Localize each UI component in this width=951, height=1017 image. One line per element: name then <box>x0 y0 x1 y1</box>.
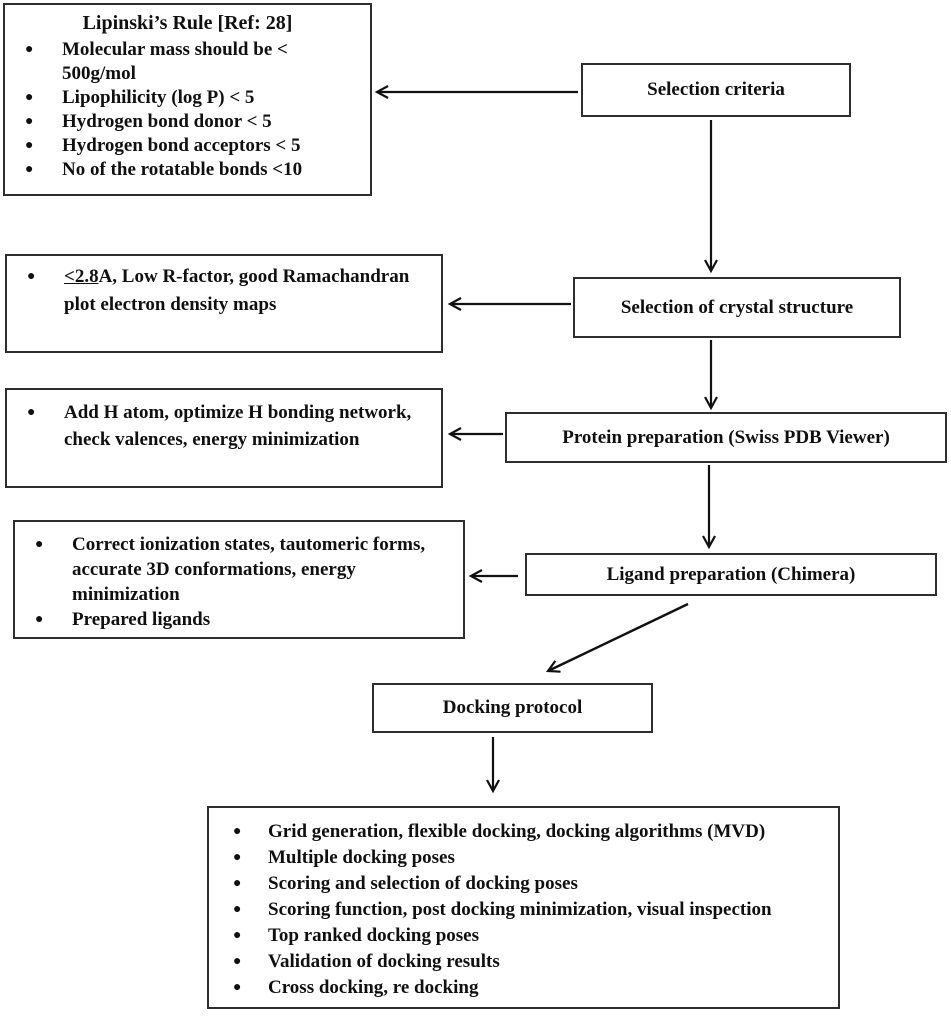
crystal-criteria-list: <2.8A, Low R-factor, good Ramachandran p… <box>7 256 441 319</box>
crystal-structure-criteria-box: <2.8A, Low R-factor, good Ramachandran p… <box>5 254 443 353</box>
protein-preparation-box: Protein preparation (Swiss PDB Viewer) <box>505 412 947 463</box>
list-item: <2.8A, Low R-factor, good Ramachandran p… <box>7 263 441 319</box>
lipinski-rule-title: Lipinski’s Rule [Ref: 28] <box>82 12 293 34</box>
crystal-structure-selection-box: Selection of crystal structure <box>573 277 901 338</box>
docking-protocol-label: Docking protocol <box>442 697 583 718</box>
list-item-text: Top ranked docking poses <box>268 925 480 946</box>
list-item-text: Validation of docking results <box>268 951 500 972</box>
bullet-icon <box>25 86 62 110</box>
docking-protocol-box: Docking protocol <box>372 683 653 733</box>
ligand-preparation-box: Ligand preparation (Chimera) <box>525 553 937 596</box>
list-item-text: Scoring function, post docking minimizat… <box>268 899 772 920</box>
bullet-icon <box>27 399 64 426</box>
list-item-text: Hydrogen bond donor < 5 <box>62 111 272 132</box>
lipinski-rule-box: Lipinski’s Rule [Ref: 28] Molecular mass… <box>3 3 372 196</box>
bullet-icon <box>233 923 268 949</box>
list-item: Prepared ligands <box>15 607 463 632</box>
list-item: Grid generation, flexible docking, docki… <box>209 819 838 845</box>
list-item-text: Grid generation, flexible docking, docki… <box>268 821 766 842</box>
list-item: Molecular mass should be < 500g/mol <box>5 38 370 86</box>
docking-results-box: Grid generation, flexible docking, docki… <box>207 806 840 1009</box>
bullet-icon <box>233 871 268 897</box>
bullet-icon <box>25 110 62 134</box>
protein-preparation-label: Protein preparation (Swiss PDB Viewer) <box>562 426 890 448</box>
ligand-preparation-criteria-box: Correct ionization states, tautomeric fo… <box>13 520 465 639</box>
list-item-text: Lipophilicity (log P) < 5 <box>62 87 255 108</box>
bullet-icon <box>25 38 62 62</box>
list-item: Hydrogen bond acceptors < 5 <box>5 134 370 158</box>
ligand-preparation-label: Ligand preparation (Chimera) <box>606 563 856 585</box>
underlined-threshold: <2.8 <box>64 266 99 287</box>
list-item: Add H atom, optimize H bonding network, … <box>7 399 441 453</box>
list-item-text: Molecular mass should be < 500g/mol <box>62 39 288 84</box>
list-item-text: Prepared ligands <box>72 609 211 630</box>
bullet-icon <box>35 532 72 557</box>
docking-results-list: Grid generation, flexible docking, docki… <box>209 808 838 1001</box>
list-item-text: Hydrogen bond acceptors < 5 <box>62 135 301 156</box>
crystal-structure-selection-label: Selection of crystal structure <box>620 296 854 318</box>
list-item: Scoring and selection of docking poses <box>209 871 838 897</box>
list-item: No of the rotatable bonds <10 <box>5 158 370 182</box>
arrow-ligand-prep-to-docking-protocol <box>545 602 689 673</box>
list-item-text: Scoring and selection of docking poses <box>268 873 578 894</box>
criteria-text-rest: A, Low R-factor, good Ramachandran plot … <box>64 266 410 315</box>
protein-preparation-criteria-box: Add H atom, optimize H bonding network, … <box>5 388 443 488</box>
list-item: Correct ionization states, tautomeric fo… <box>15 532 463 607</box>
bullet-icon <box>233 949 268 975</box>
selection-criteria-box: Selection criteria <box>581 63 851 117</box>
ligand-criteria-list: Correct ionization states, tautomeric fo… <box>15 522 463 632</box>
list-item: Scoring function, post docking minimizat… <box>209 897 838 923</box>
list-item: Validation of docking results <box>209 949 838 975</box>
bullet-icon <box>35 607 72 632</box>
bullet-icon <box>233 845 268 871</box>
list-item: Hydrogen bond donor < 5 <box>5 110 370 134</box>
bullet-icon <box>233 897 268 923</box>
bullet-icon <box>233 975 268 1001</box>
bullet-icon <box>25 134 62 158</box>
list-item: Multiple docking poses <box>209 845 838 871</box>
list-item-text: Cross docking, re docking <box>268 977 479 998</box>
list-item-text: Multiple docking poses <box>268 847 455 868</box>
list-item-text: <2.8A, Low R-factor, good Ramachandran p… <box>64 263 441 319</box>
list-item: Lipophilicity (log P) < 5 <box>5 86 370 110</box>
selection-criteria-label: Selection criteria <box>647 79 785 100</box>
protein-criteria-list: Add H atom, optimize H bonding network, … <box>7 390 441 453</box>
bullet-icon <box>233 819 268 845</box>
list-item: Top ranked docking poses <box>209 923 838 949</box>
bullet-icon <box>25 158 62 182</box>
list-item-text: Correct ionization states, tautomeric fo… <box>72 534 426 605</box>
list-item: Cross docking, re docking <box>209 975 838 1001</box>
list-item-text: No of the rotatable bonds <10 <box>62 159 303 180</box>
lipinski-rule-list: Molecular mass should be < 500g/mol Lipo… <box>5 36 370 182</box>
bullet-icon <box>27 263 64 291</box>
list-item-text: Add H atom, optimize H bonding network, … <box>64 402 412 450</box>
